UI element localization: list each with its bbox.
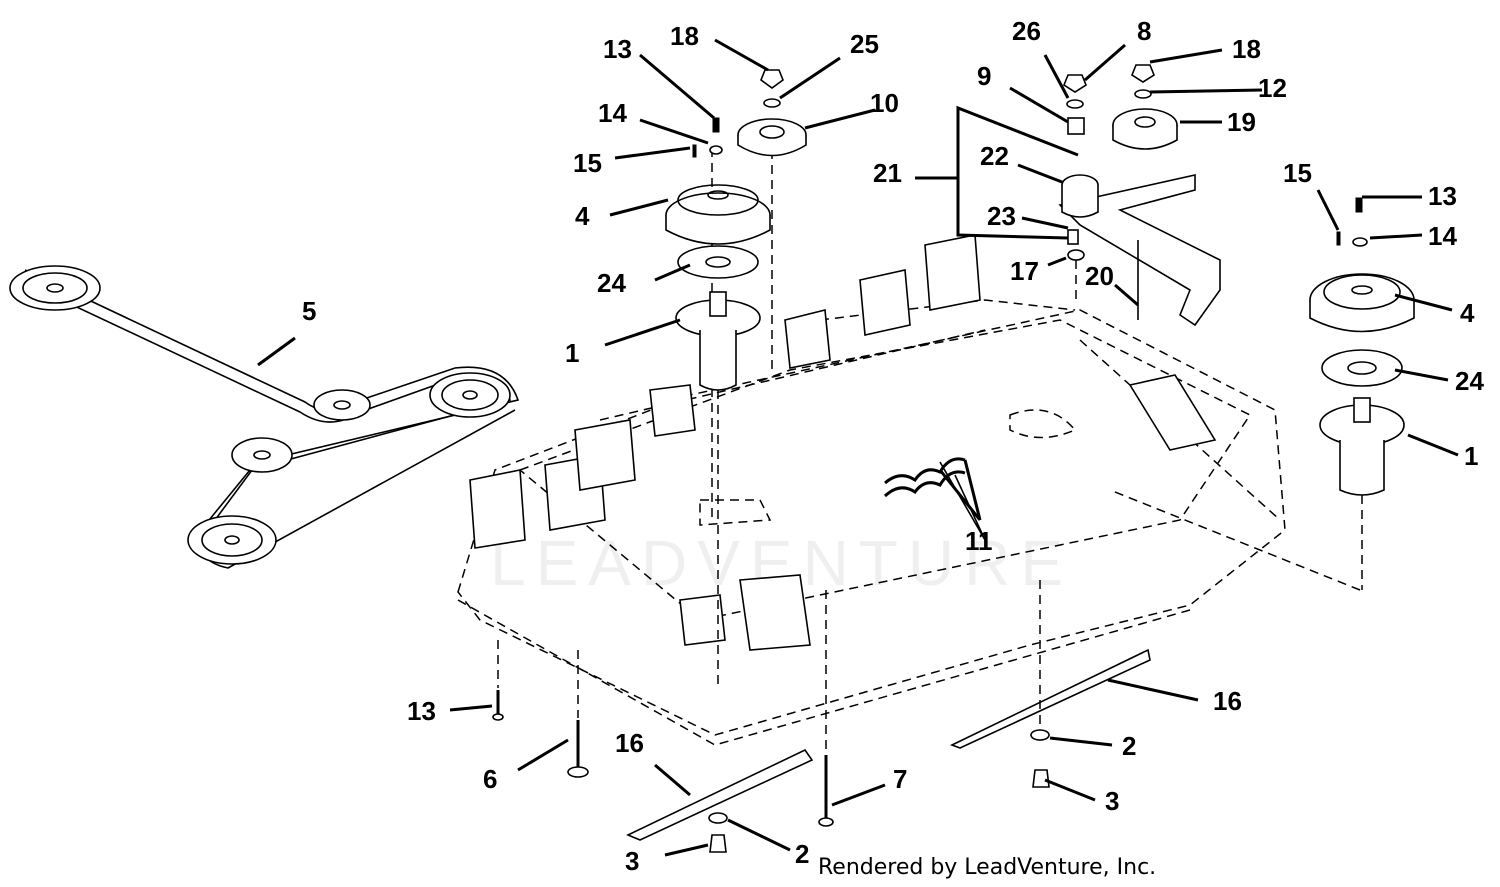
callout-15: 15	[573, 148, 602, 178]
callout-1: 1	[1464, 441, 1478, 471]
callout-3: 3	[625, 846, 639, 876]
blades-and-hardware	[492, 580, 1151, 853]
callout-19: 19	[1227, 107, 1256, 137]
callout-8: 8	[1137, 16, 1151, 46]
right-spindle-stack	[1309, 197, 1415, 590]
callout-4: 4	[575, 201, 590, 231]
callout-7: 7	[893, 764, 907, 794]
callout-22: 22	[980, 141, 1009, 171]
callout-25: 25	[850, 29, 879, 59]
callout-11: 11	[965, 526, 993, 556]
callout-12: 12	[1258, 73, 1287, 103]
idler-pulley-10-stack	[737, 69, 807, 370]
callout-2: 2	[795, 839, 809, 869]
callout-16: 16	[1213, 686, 1242, 716]
left-spindle-stack	[665, 117, 771, 690]
callout-2: 2	[1122, 731, 1136, 761]
callout-20: 20	[1085, 261, 1114, 291]
callout-14: 14	[1428, 221, 1457, 251]
callout-24: 24	[597, 268, 626, 298]
callout-21: 21	[873, 158, 902, 188]
rendered-by-credit: Rendered by LeadVenture, Inc.	[818, 855, 1156, 880]
callout-13: 13	[603, 34, 632, 64]
idler-arm-assembly	[1058, 64, 1221, 327]
callout-6: 6	[483, 764, 497, 794]
callout-18: 18	[1232, 34, 1261, 64]
leader-lines	[257, 38, 1459, 857]
callout-24: 24	[1455, 366, 1484, 396]
callout-10: 10	[870, 88, 899, 118]
callout-18: 18	[670, 21, 699, 51]
callout-13: 13	[1428, 181, 1457, 211]
belt-assembly	[9, 265, 520, 569]
callout-5: 5	[302, 296, 316, 326]
deck-brackets	[469, 234, 1217, 651]
callout-9: 9	[977, 61, 991, 91]
callout-26: 26	[1012, 16, 1041, 46]
callout-17: 17	[1010, 256, 1039, 286]
callout-23: 23	[987, 201, 1016, 231]
callout-1: 1	[565, 338, 579, 368]
callout-4: 4	[1460, 298, 1475, 328]
callout-13: 13	[407, 696, 436, 726]
callout-15: 15	[1283, 158, 1312, 188]
callout-3: 3	[1105, 786, 1119, 816]
callout-16: 16	[615, 728, 644, 758]
callout-labels: 1 1 2 2 3 3 4 4 5 6 7 8 9 10 11 12 13 13…	[302, 16, 1484, 876]
callout-14: 14	[598, 98, 627, 128]
